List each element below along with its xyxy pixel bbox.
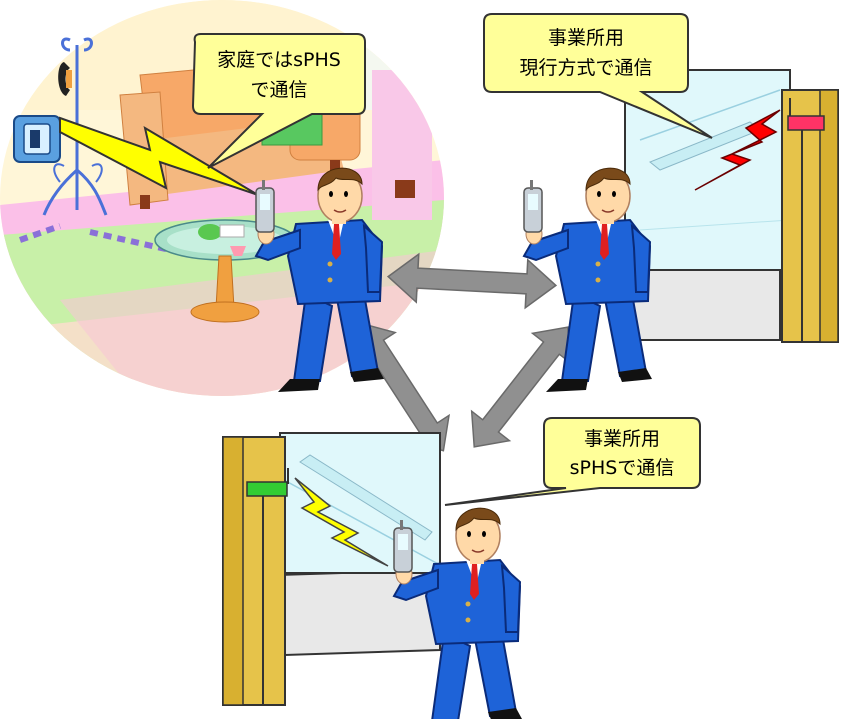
bubble-home-line1: 家庭ではsPHS (217, 49, 341, 71)
lightning-icon-home (59, 116, 259, 196)
bubble-current-line2: 現行方式で通信 (519, 57, 652, 79)
lightning-icon-current (694, 109, 781, 191)
office-sphs-scene (222, 432, 523, 719)
arrow-home-to-office-current (386, 251, 558, 311)
speech-bubble-office-sphs: 事業所用 sPHSで通信 (444, 417, 701, 506)
speech-bubble-office-current: 事業所用 現行方式で通信 (483, 13, 713, 139)
bubble-sphs-line1: 事業所用 (584, 428, 660, 450)
coat-rack-icon (42, 37, 108, 216)
speech-bubble-home: 家庭ではsPHS で通信 (191, 33, 366, 169)
lightning-icon-sphs (294, 477, 389, 567)
bubble-current-line1: 事業所用 (548, 27, 624, 49)
wall-terminal-icon (13, 115, 61, 163)
bubble-sphs-line2: sPHSで通信 (570, 457, 675, 479)
bubble-home-line2: で通信 (250, 79, 307, 101)
antenna-box-icon-sphs (246, 468, 289, 497)
antenna-box-icon-current (787, 98, 825, 131)
